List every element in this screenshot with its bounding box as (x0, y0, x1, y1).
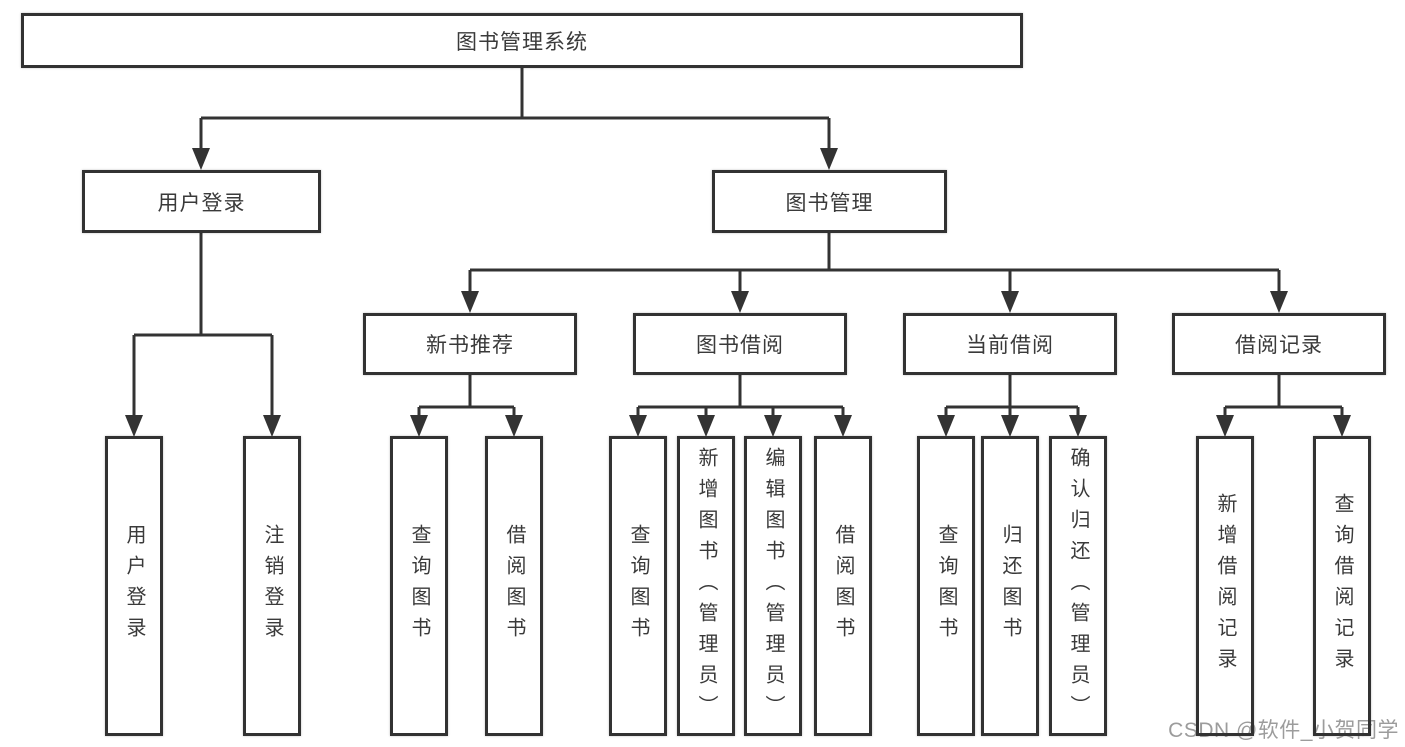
leaf-cb-return-books: 归还图书 (981, 436, 1039, 736)
book-mgmt-split-line (468, 233, 1281, 309)
node-new-book-recommend-label: 新书推荐 (426, 334, 514, 357)
arrow-icon (461, 291, 479, 313)
node-library-management-system: 图书管理系统 (21, 13, 1023, 68)
arrow-icon (834, 415, 852, 437)
node-current-borrowing-label: 当前借阅 (966, 334, 1054, 357)
node-book-borrowing: 图书借阅 (633, 313, 847, 375)
arrow-icon (697, 415, 715, 437)
arrow-icon (1001, 415, 1019, 437)
leaf-br-add-record: 新增借阅记录 (1196, 436, 1254, 736)
node-new-book-recommend: 新书推荐 (363, 313, 577, 375)
leaf-rec-query-books-label: 查询图书 (408, 524, 430, 648)
leaf-bb-query-books-label: 查询图书 (627, 524, 649, 648)
connector-paths (132, 68, 1344, 433)
new-rec-split-line (417, 375, 516, 433)
leaf-bb-add-books-admin: 新增图书（管理员） (677, 436, 735, 736)
node-book-management: 图书管理 (712, 170, 947, 233)
arrow-icon (1216, 415, 1234, 437)
node-current-borrowing: 当前借阅 (903, 313, 1117, 375)
leaf-user-login-label: 用户登录 (123, 524, 145, 648)
arrow-icon (263, 415, 281, 437)
node-user-login: 用户登录 (82, 170, 321, 233)
arrow-icon (1270, 291, 1288, 313)
root-split-line (199, 68, 831, 166)
arrow-icon (629, 415, 647, 437)
arrow-icon (1001, 291, 1019, 313)
leaf-cb-confirm-return-admin: 确认归还（管理员） (1049, 436, 1107, 736)
leaf-bb-borrow-books: 借阅图书 (814, 436, 872, 736)
leaf-bb-borrow-books-label: 借阅图书 (832, 524, 854, 648)
arrow-icon (820, 148, 838, 170)
arrow-icon (192, 148, 210, 170)
node-user-login-label: 用户登录 (157, 191, 246, 215)
leaf-rec-query-books: 查询图书 (390, 436, 448, 736)
leaf-br-add-record-label: 新增借阅记录 (1214, 493, 1236, 679)
node-book-management-label: 图书管理 (785, 191, 874, 215)
node-library-management-system-label: 图书管理系统 (456, 30, 588, 54)
leaf-br-query-record-label: 查询借阅记录 (1331, 493, 1353, 679)
leaf-bb-edit-books-admin: 编辑图书（管理员） (744, 436, 802, 736)
leaf-rec-borrow-books-label: 借阅图书 (503, 524, 525, 648)
borrow-records-split-line (1223, 375, 1344, 433)
leaf-cb-query-books: 查询图书 (917, 436, 975, 736)
leaf-logout-label: 注销登录 (261, 524, 283, 648)
arrow-icon (731, 291, 749, 313)
arrow-icon (410, 415, 428, 437)
csdn-watermark: CSDN @软件_小贺同学 (1168, 719, 1399, 742)
arrow-icon (764, 415, 782, 437)
arrow-icon (125, 415, 143, 437)
arrow-icon (937, 415, 955, 437)
arrow-icon (1069, 415, 1087, 437)
arrow-icon (1333, 415, 1351, 437)
leaf-cb-query-books-label: 查询图书 (935, 524, 957, 648)
leaf-rec-borrow-books: 借阅图书 (485, 436, 543, 736)
leaf-bb-add-books-admin-label: 新增图书（管理员） (695, 446, 717, 726)
arrow-icon (505, 415, 523, 437)
leaf-br-query-record: 查询借阅记录 (1313, 436, 1371, 736)
leaf-cb-return-books-label: 归还图书 (999, 524, 1021, 648)
leaf-logout: 注销登录 (243, 436, 301, 736)
leaf-user-login: 用户登录 (105, 436, 163, 736)
node-borrowing-records: 借阅记录 (1172, 313, 1386, 375)
node-book-borrowing-label: 图书借阅 (696, 334, 784, 357)
leaf-bb-query-books: 查询图书 (609, 436, 667, 736)
leaf-cb-confirm-return-admin-label: 确认归还（管理员） (1067, 446, 1089, 726)
leaf-bb-edit-books-admin-label: 编辑图书（管理员） (762, 446, 784, 726)
user-login-split-line (132, 233, 274, 433)
book-borrow-split-line (636, 375, 845, 433)
node-borrowing-records-label: 借阅记录 (1235, 334, 1323, 357)
